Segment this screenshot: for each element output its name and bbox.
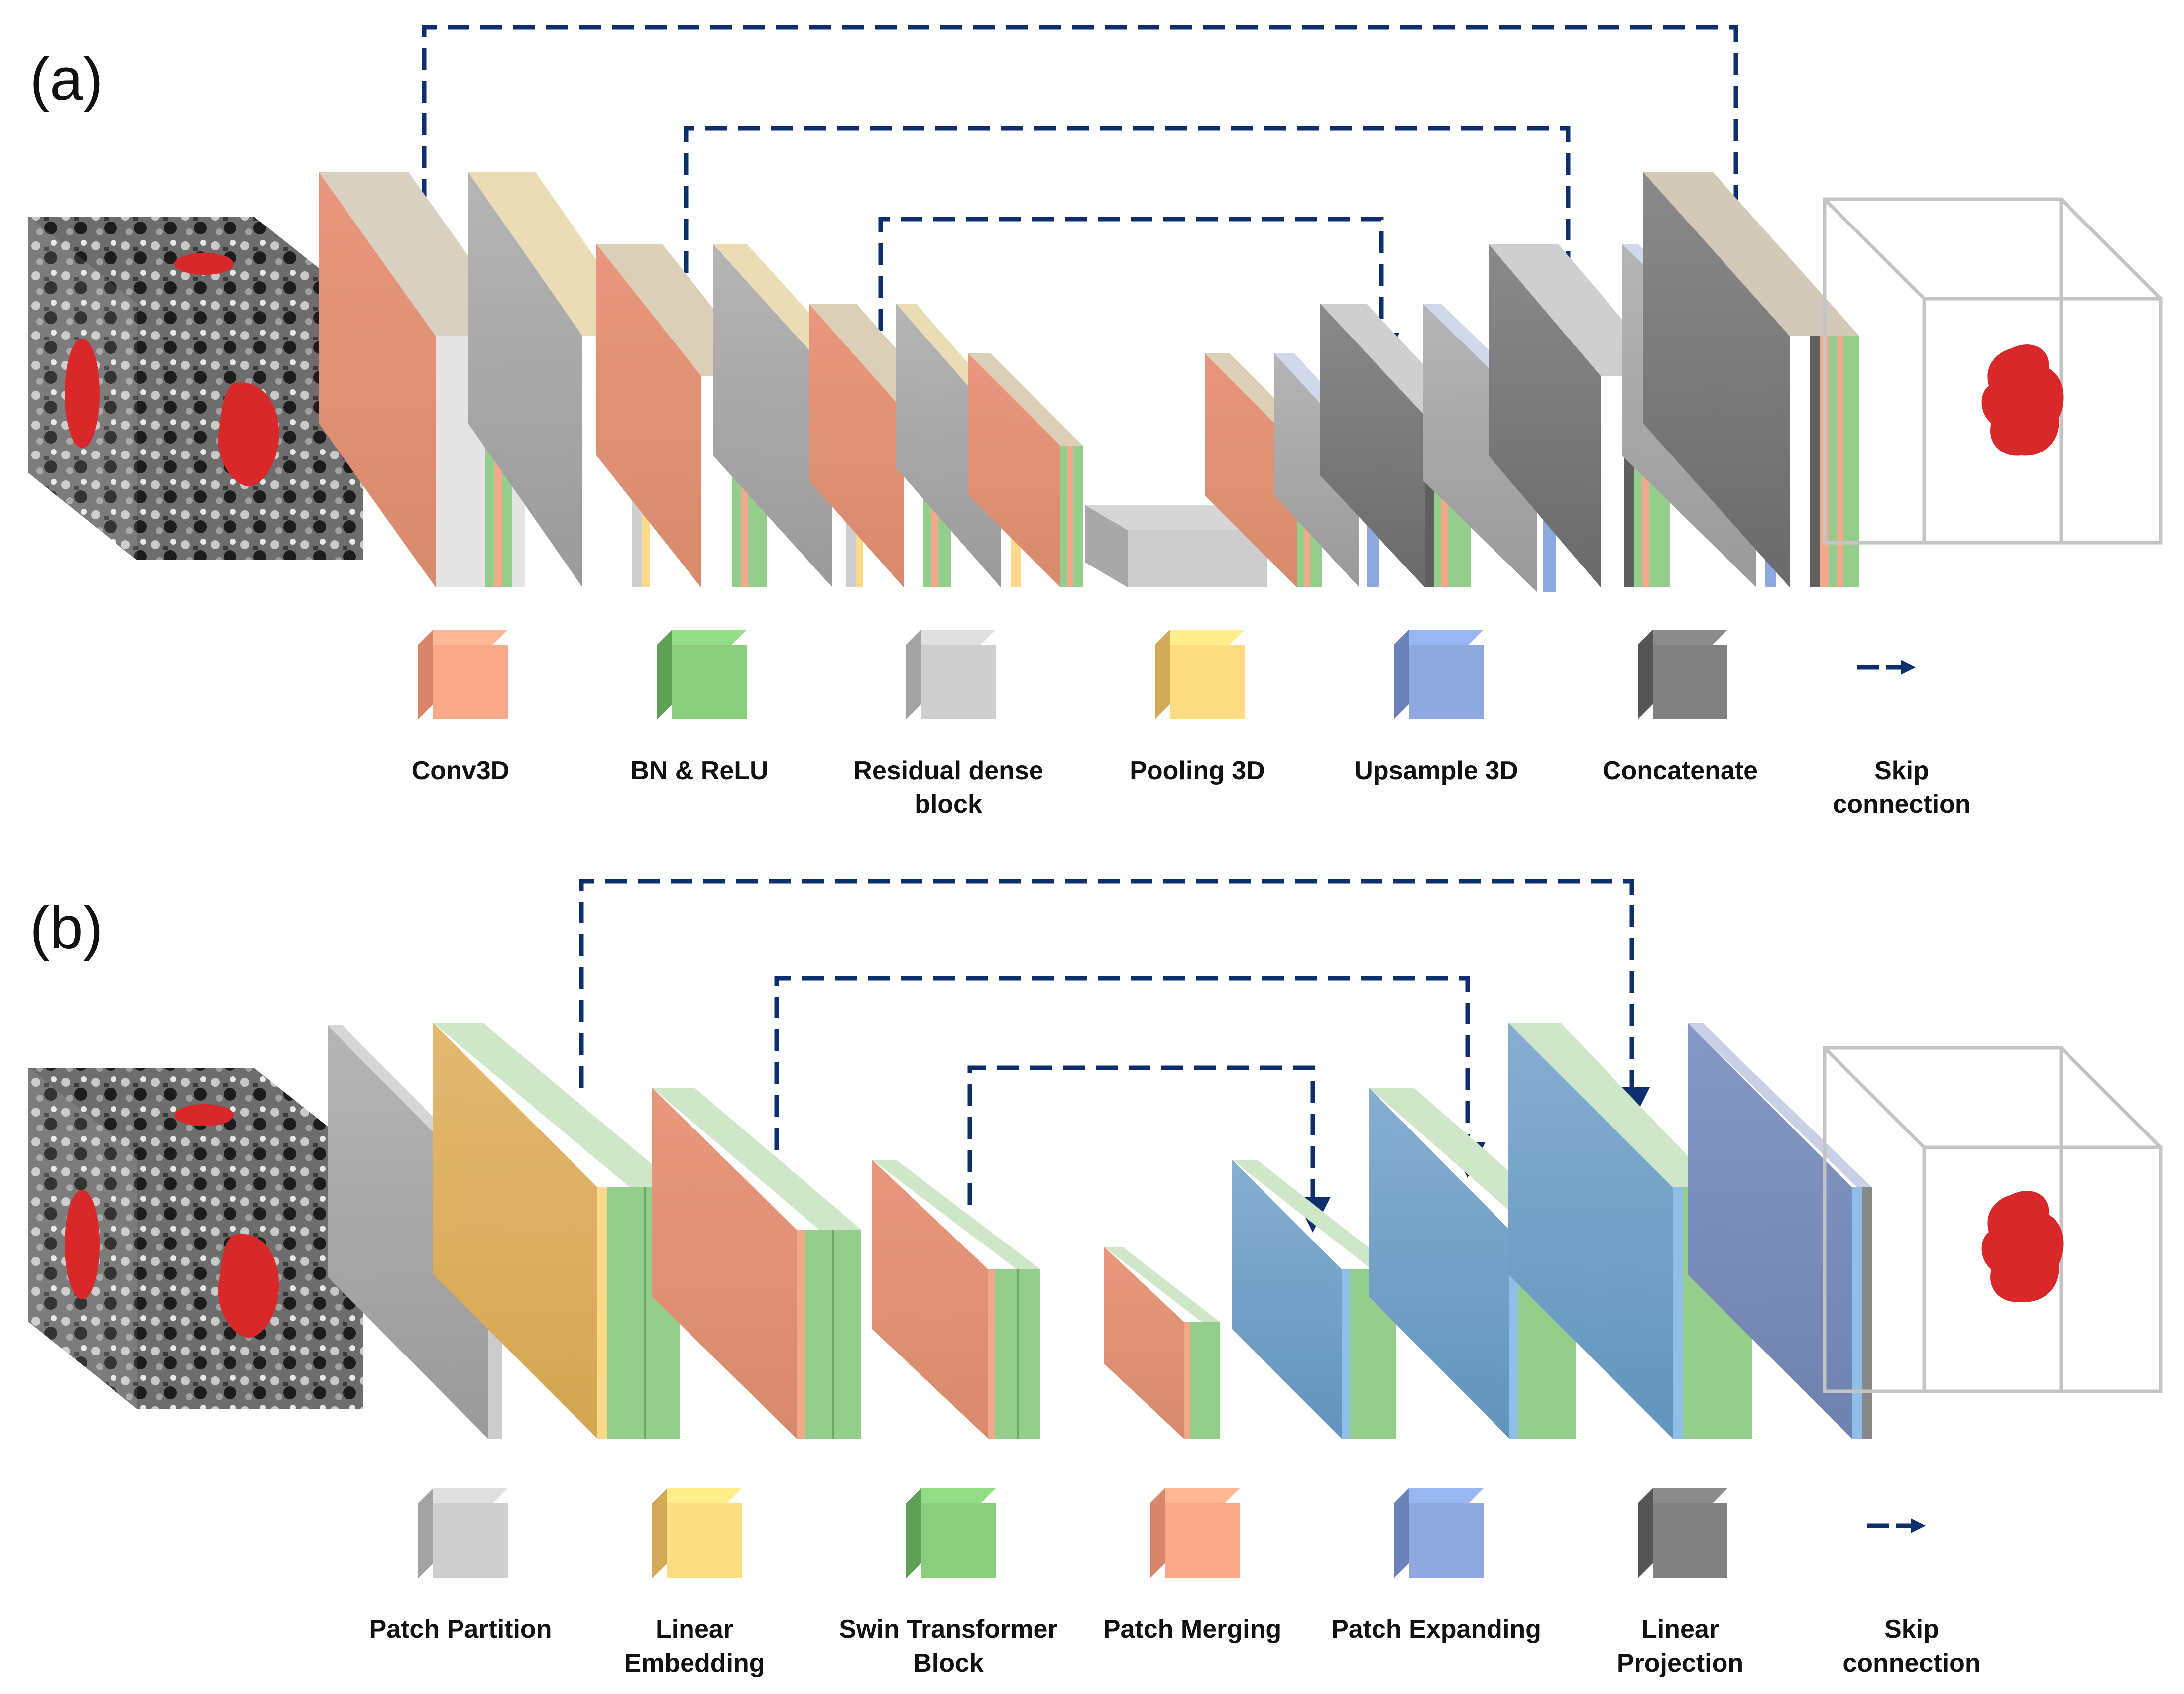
legend-label: Conv3D bbox=[412, 756, 509, 785]
legend-label: BN & ReLU bbox=[630, 756, 768, 785]
input-ct-volume bbox=[28, 1068, 363, 1409]
encoder-decoder-a bbox=[319, 172, 1859, 592]
skip-connection-line bbox=[579, 879, 1650, 1123]
legend-item-concatenate: Concatenate bbox=[1603, 630, 1758, 785]
legend-label: Skip bbox=[1874, 756, 1929, 785]
panel-b-label: (b) bbox=[30, 895, 103, 961]
legend-label: Patch Expanding bbox=[1331, 1615, 1541, 1644]
output-segmentation-volume bbox=[1823, 197, 2163, 545]
tumor-region bbox=[218, 1234, 279, 1338]
skip-connection-line bbox=[684, 126, 1586, 327]
legend-label: block bbox=[915, 790, 982, 819]
tumor-region bbox=[174, 253, 234, 275]
legend-item-conv3d: Conv3D bbox=[412, 630, 509, 785]
conv3d-cube-icon bbox=[418, 630, 508, 719]
legend-item-patch-expanding: Patch Expanding bbox=[1331, 1488, 1541, 1644]
panel-b: (b) bbox=[28, 879, 2163, 1678]
bn-relu-cube-icon bbox=[657, 630, 747, 719]
legend-label: Concatenate bbox=[1603, 756, 1758, 785]
segmented-tumor bbox=[1981, 344, 2064, 456]
skip-connection-line bbox=[878, 217, 1399, 369]
swin-transformer-block-cube-icon bbox=[906, 1488, 996, 1578]
legend-label: Linear bbox=[1641, 1615, 1719, 1644]
legend-label: Upsample 3D bbox=[1354, 756, 1518, 785]
legend-label: Projection bbox=[1617, 1649, 1743, 1678]
skip-connection-line bbox=[774, 976, 1486, 1178]
skip-arrow-icon bbox=[1867, 1518, 1926, 1533]
legend-item-bn-relu: BN & ReLU bbox=[630, 630, 769, 785]
linear-embedding-cube-icon bbox=[652, 1488, 742, 1578]
panel-a: (a) bbox=[28, 25, 2163, 819]
legend-label: Swin Transformer bbox=[839, 1615, 1057, 1644]
legend-label: Skip bbox=[1884, 1615, 1939, 1644]
legend-label: Pooling 3D bbox=[1130, 756, 1265, 785]
segmented-tumor bbox=[1981, 1191, 2064, 1302]
patch-expanding-cube-icon bbox=[1394, 1488, 1484, 1578]
output-segmentation-volume bbox=[1823, 1046, 2163, 1393]
patch-partition-cube-icon bbox=[418, 1488, 508, 1578]
skip-connection-line bbox=[422, 25, 1754, 269]
legend-item-patch-partition: Patch Partition bbox=[369, 1488, 552, 1644]
swin-unet-b bbox=[328, 1023, 1872, 1439]
legend-label: Residual dense bbox=[853, 756, 1043, 785]
legend-item-skip-connection: Skip connection bbox=[1833, 660, 1971, 819]
legend-label: connection bbox=[1842, 1649, 1980, 1678]
residual-dense-block-cube-icon bbox=[906, 630, 996, 719]
input-ct-volume bbox=[28, 217, 363, 560]
legend-item-pooling-3d: Pooling 3D bbox=[1130, 630, 1265, 785]
legend-label: Block bbox=[913, 1649, 984, 1678]
concatenate-cube-icon bbox=[1638, 630, 1727, 719]
legend-label: Patch Merging bbox=[1103, 1615, 1281, 1644]
tumor-region bbox=[174, 1104, 234, 1126]
legend-item-upsample-3d: Upsample 3D bbox=[1354, 630, 1518, 785]
tumor-region bbox=[218, 382, 279, 487]
skip-connection-line bbox=[967, 1065, 1331, 1233]
legend-a: Conv3D BN & ReLU Residual dense block Poolin… bbox=[412, 630, 1971, 819]
legend-item-skip-connection: Skip connection bbox=[1842, 1518, 1981, 1678]
legend-item-patch-merging: Patch Merging bbox=[1103, 1488, 1281, 1644]
patch-merging-cube-icon bbox=[1150, 1488, 1240, 1578]
tumor-region bbox=[65, 339, 100, 448]
legend-label: Patch Partition bbox=[369, 1615, 552, 1644]
linear-projection-cube-icon bbox=[1638, 1488, 1727, 1578]
legend-item-residual-dense-block: Residual dense block bbox=[853, 630, 1043, 819]
panel-a-label: (a) bbox=[30, 46, 103, 113]
skip-connections-b bbox=[579, 879, 1650, 1233]
legend-label: Embedding bbox=[624, 1649, 765, 1678]
upsample-3d-cube-icon bbox=[1394, 630, 1484, 719]
skip-connections-a bbox=[422, 25, 1754, 369]
skip-arrow-icon bbox=[1857, 660, 1916, 675]
legend-label: Linear bbox=[656, 1615, 733, 1644]
pooling-3d-cube-icon bbox=[1155, 630, 1245, 719]
legend-label: connection bbox=[1833, 790, 1970, 819]
tumor-region bbox=[65, 1190, 100, 1299]
